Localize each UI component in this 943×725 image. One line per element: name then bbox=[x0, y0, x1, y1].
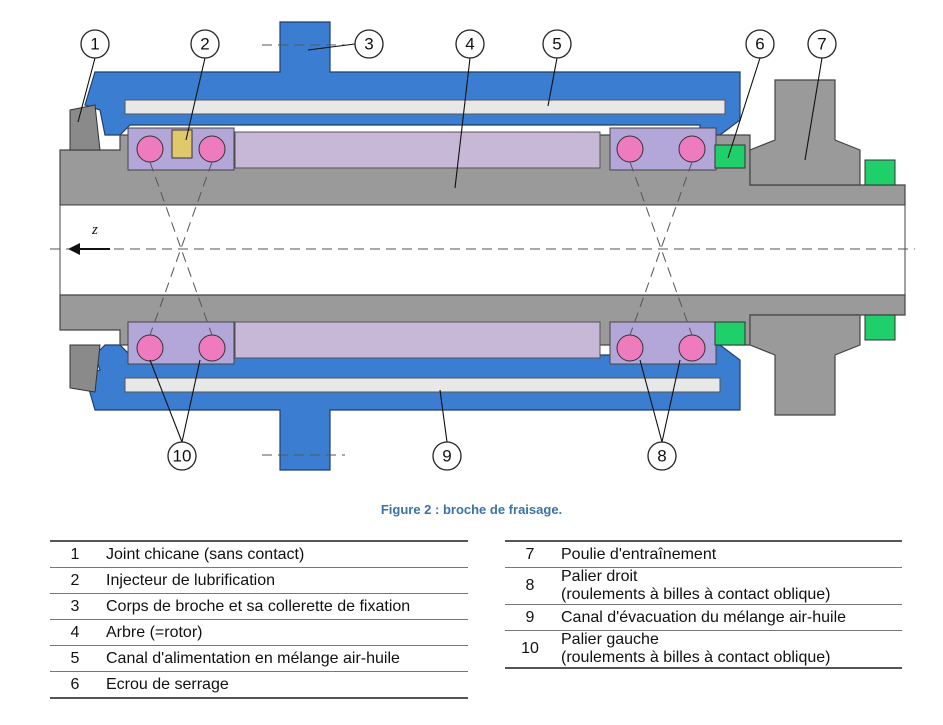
svg-text:5: 5 bbox=[552, 35, 561, 54]
legend-text: Injecteur de lubrification bbox=[106, 571, 275, 589]
svg-text:8: 8 bbox=[657, 447, 666, 466]
legend-row: 2 Injecteur de lubrification bbox=[50, 568, 468, 594]
legend-text-line2: (roulements à billes à contact oblique) bbox=[561, 586, 831, 603]
legend-num: 8 bbox=[525, 577, 535, 594]
svg-text:2: 2 bbox=[200, 35, 209, 54]
bearing-spacer bbox=[234, 131, 601, 359]
labyrinth-seal bbox=[69, 104, 101, 393]
callout-1: 1 bbox=[80, 29, 110, 59]
figure-caption: Figure 2 : broche de fraisage. bbox=[380, 502, 563, 517]
legend-row: 3 Corps de broche et sa collerette de fix… bbox=[50, 594, 468, 620]
callout-7: 7 bbox=[807, 29, 837, 59]
legend-num: 6 bbox=[70, 675, 80, 693]
legend-num: 3 bbox=[70, 597, 80, 615]
legend-text: Palier droit (roulements à billes à cont… bbox=[555, 568, 902, 605]
svg-text:10: 10 bbox=[173, 447, 192, 466]
svg-text:7: 7 bbox=[817, 35, 826, 54]
legend-row: 7 Poulie d'entraînement bbox=[505, 541, 902, 568]
locking-nut bbox=[714, 144, 896, 346]
drain-channel bbox=[124, 377, 721, 393]
svg-text:1: 1 bbox=[90, 35, 99, 54]
callout-6: 6 bbox=[745, 29, 775, 59]
legend-text: Canal d'alimentation en mélange air-huil… bbox=[106, 649, 400, 667]
legend-row: 9 Canal d'évacuation du mélange air-huile bbox=[505, 605, 902, 631]
callout-5: 5 bbox=[542, 29, 572, 59]
legend-text: Corps de broche et sa collerette de fixa… bbox=[106, 597, 411, 615]
callout-4: 4 bbox=[455, 29, 485, 59]
legend-num: 10 bbox=[521, 640, 539, 657]
lubrication-injector bbox=[171, 129, 193, 159]
drive-pulley bbox=[749, 79, 861, 416]
legend-row: 10 Palier gauche (roulements à billes à c… bbox=[505, 631, 902, 669]
legend-num: 2 bbox=[70, 571, 80, 589]
svg-text:9: 9 bbox=[442, 447, 451, 466]
feed-channel bbox=[124, 99, 726, 115]
legend-table-left: 1 Joint chicane (sans contact) 2 Injecteur… bbox=[50, 540, 468, 699]
legend-num: 1 bbox=[70, 545, 80, 563]
legend-text-line1: Palier droit bbox=[561, 568, 638, 585]
legend-row: 1 Joint chicane (sans contact) bbox=[50, 541, 468, 568]
legend-text: Poulie d'entraînement bbox=[561, 545, 717, 563]
legend-text: Canal d'évacuation du mélange air-huile bbox=[561, 608, 847, 626]
svg-text:6: 6 bbox=[755, 35, 764, 54]
legend-text: Arbre (=rotor) bbox=[106, 623, 203, 641]
legend-row: 4 Arbre (=rotor) bbox=[50, 620, 468, 646]
legend-text: Palier gauche (roulements à billes à con… bbox=[555, 631, 902, 669]
callout-8: 8 bbox=[647, 441, 677, 471]
legend-num: 5 bbox=[70, 649, 80, 667]
legend-row: 8 Palier droit (roulements à billes à con… bbox=[505, 568, 902, 605]
callout-2: 2 bbox=[190, 29, 220, 59]
legend-table-right: 7 Poulie d'entraînement 8 Palier droit (ro… bbox=[505, 540, 902, 669]
svg-text:3: 3 bbox=[364, 35, 373, 54]
legend-num: 7 bbox=[525, 545, 535, 563]
bearing-balls bbox=[136, 135, 706, 362]
legend-text: Joint chicane (sans contact) bbox=[106, 545, 305, 563]
callout-10: 10 bbox=[167, 441, 197, 471]
callout-9: 9 bbox=[432, 441, 462, 471]
callout-leaders bbox=[77, 43, 823, 443]
z-axis-arrow: z⃗ bbox=[68, 222, 110, 255]
svg-text:z⃗: z⃗ bbox=[91, 222, 110, 238]
legend-num: 4 bbox=[70, 623, 80, 641]
legend-num: 9 bbox=[525, 608, 535, 626]
legend-text: Ecrou de serrage bbox=[106, 675, 229, 693]
svg-text:4: 4 bbox=[465, 35, 474, 54]
legend-row: 6 Ecrou de serrage bbox=[50, 672, 468, 698]
legend-text-line1: Palier gauche bbox=[561, 631, 659, 648]
callout-3: 3 bbox=[354, 29, 384, 59]
legend-text-line2: (roulements à billes à contact oblique) bbox=[561, 649, 831, 666]
legend-row: 5 Canal d'alimentation en mélange air-hui… bbox=[50, 646, 468, 672]
spindle-cross-section-drawing: z⃗ 1 2 3 4 5 6 7 8 9 10 bbox=[50, 21, 915, 471]
